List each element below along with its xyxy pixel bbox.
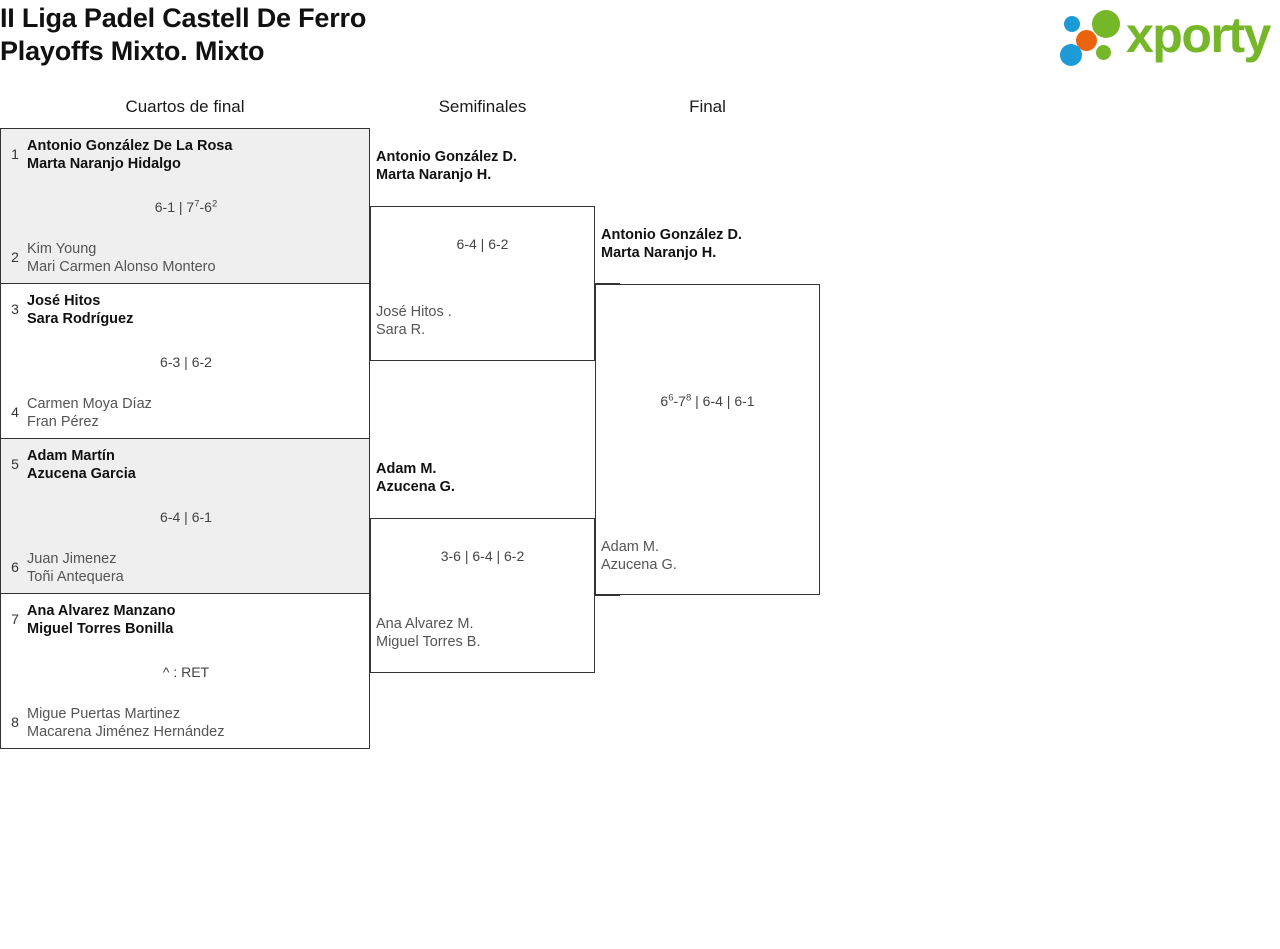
player-name: Macarena Jiménez Hernández — [27, 724, 225, 740]
final-winner-line2: Marta Naranjo H. — [601, 245, 717, 261]
player-name: José Hitos — [27, 293, 101, 309]
player-name: Miguel Torres Bonilla — [27, 621, 174, 637]
player-name: Juan Jimenez — [27, 551, 117, 567]
semifinal-1-connector — [595, 283, 620, 284]
final-winner: Antonio González D. Marta Naranjo H. — [601, 226, 816, 262]
page-title: II Liga Padel Castell De Ferro Playoffs … — [0, 3, 367, 66]
semifinal-2-winner: Adam M. Azucena G. — [376, 460, 586, 496]
semifinal-1-loser-line2: Sara R. — [376, 322, 426, 338]
player-name: Mari Carmen Alonso Montero — [27, 259, 216, 275]
player-name: Antonio González De La Rosa — [27, 138, 233, 154]
page-header: II Liga Padel Castell De Ferro Playoffs … — [0, 0, 1280, 80]
semifinal-2-loser-line2: Miguel Torres B. — [376, 634, 481, 650]
quarterfinal-3-seed-bottom: 6 — [11, 559, 19, 575]
semifinal-1-loser: José Hitos . Sara R. — [376, 303, 586, 339]
quarterfinal-1-seed-top: 1 — [11, 146, 19, 162]
quarterfinal-3-score: 6-4 | 6-1 — [160, 509, 212, 525]
quarterfinal-2-seed-top: 3 — [11, 301, 19, 317]
round-header-quarterfinals: Cuartos de final — [125, 97, 245, 116]
logo-dot-green-large — [1092, 10, 1120, 38]
logo-dot-green-small — [1096, 45, 1111, 60]
semifinal-1-score: 6-4 | 6-2 — [456, 236, 509, 252]
semifinal-2-loser: Ana Alvarez M. Miguel Torres B. — [376, 615, 586, 651]
quarterfinal-1-seed-bottom: 2 — [11, 249, 19, 265]
semifinal-1-box[interactable] — [370, 206, 595, 361]
player-name: Adam Martín — [27, 448, 115, 464]
round-header-final: Final — [689, 97, 726, 116]
final-score: 66-78 | 6-4 | 6-1 — [660, 392, 755, 409]
quarterfinal-2-score: 6-3 | 6-2 — [160, 354, 212, 370]
logo-dot-blue-small — [1064, 16, 1080, 32]
semifinal-2-score: 3-6 | 6-4 | 6-2 — [440, 548, 525, 564]
semifinal-2-connector — [595, 595, 620, 596]
final-loser: Adam M. Azucena G. — [601, 538, 816, 574]
semifinal-1-loser-line1: José Hitos . — [376, 304, 452, 320]
logo-dot-blue-large — [1060, 44, 1082, 66]
player-name: Carmen Moya Díaz — [27, 396, 152, 412]
player-name: Fran Pérez — [27, 414, 99, 430]
semifinal-1-winner-line2: Marta Naranjo H. — [376, 167, 492, 183]
player-name: Marta Naranjo Hidalgo — [27, 156, 181, 172]
logo-dot-orange — [1076, 30, 1097, 51]
player-name: Ana Alvarez Manzano — [27, 603, 176, 619]
final-loser-line1: Adam M. — [601, 539, 660, 555]
quarterfinal-2-seed-bottom: 4 — [11, 404, 19, 420]
final-loser-line2: Azucena G. — [601, 557, 677, 573]
quarterfinal-4-seed-top: 7 — [11, 611, 19, 627]
quarterfinal-1-score: 6-1 | 77-62 — [154, 198, 218, 215]
player-name: Toñi Antequera — [27, 569, 124, 585]
player-name: Sara Rodríguez — [27, 311, 134, 327]
quarterfinal-3-seed-top: 5 — [11, 456, 19, 472]
final-winner-line1: Antonio González D. — [601, 227, 742, 243]
semifinal-2-loser-line1: Ana Alvarez M. — [376, 616, 474, 632]
round-header-semifinals: Semifinales — [438, 97, 527, 116]
quarterfinal-4-score: ^ : RET — [162, 664, 210, 680]
player-name: Migue Puertas Martinez — [27, 706, 181, 722]
player-name: Kim Young — [27, 241, 97, 257]
semifinal-2-box[interactable] — [370, 518, 595, 673]
quarterfinal-4-seed-bottom: 8 — [11, 714, 19, 730]
semifinal-1-winner-line1: Antonio González D. — [376, 149, 517, 165]
player-name: Azucena Garcia — [27, 466, 136, 482]
semifinal-1-winner: Antonio González D. Marta Naranjo H. — [376, 148, 586, 184]
logo-wordmark: xporty — [1126, 7, 1271, 63]
semifinal-2-winner-line1: Adam M. — [376, 461, 437, 477]
xporty-logo: xporty — [1052, 6, 1274, 68]
final-box[interactable] — [595, 284, 820, 595]
semifinal-2-winner-line2: Azucena G. — [376, 479, 455, 495]
logo-dots-icon — [1060, 10, 1130, 68]
